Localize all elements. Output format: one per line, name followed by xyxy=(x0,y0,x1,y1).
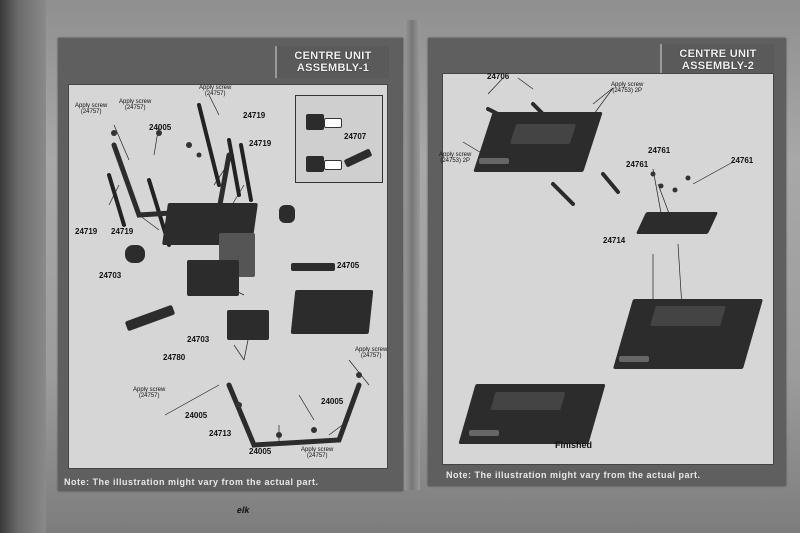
label-24719-a: 24719 xyxy=(243,111,266,120)
assembly-1-note: Note: The illustration might vary from t… xyxy=(64,477,319,487)
label-24761-a: 24761 xyxy=(648,146,671,155)
apply-screw-a: Apply screw (24757) xyxy=(75,103,107,115)
footer-logo: elk xyxy=(235,505,251,515)
label-24706: 24706 xyxy=(487,72,510,81)
assembly-2-title-line2: ASSEMBLY-2 xyxy=(681,60,755,72)
axle-shaft-mid xyxy=(619,356,649,362)
label-24719-b: 24719 xyxy=(249,139,272,148)
apply-screw-f-code: (24757) xyxy=(306,453,328,459)
label-24005-c: 24005 xyxy=(185,411,208,420)
apply-screw-b: Apply screw (24757) xyxy=(119,99,151,111)
apply-screw-f: Apply screw (24757) xyxy=(301,447,333,459)
assembly-1-title: CENTRE UNIT ASSEMBLY-1 xyxy=(275,46,389,78)
label-24707: 24707 xyxy=(344,132,367,141)
apply-screw-left-code: (24753) 2P xyxy=(440,158,471,164)
label-24719-d: 24719 xyxy=(111,227,134,236)
chassis-top-detail xyxy=(509,124,577,144)
assembly-2-panel: CENTRE UNIT ASSEMBLY-2 xyxy=(428,38,786,486)
assembly-2-note: Note: The illustration might vary from t… xyxy=(446,470,701,480)
label-24713: 24713 xyxy=(209,429,232,438)
apply-screw-left-text: Apply screw xyxy=(439,152,472,158)
label-24703-a: 24703 xyxy=(99,271,122,280)
label-24780: 24780 xyxy=(163,353,186,362)
apply-screw-c: Apply screw (24757) xyxy=(199,85,231,97)
apply-screw-top: Apply screw (24753) 2P xyxy=(611,82,643,94)
u-joint xyxy=(291,263,335,271)
assembly-1-diagram: 24707 Apply screw (24757) Apply screw (2… xyxy=(68,84,388,469)
label-24705: 24705 xyxy=(337,261,360,270)
label-24714: 24714 xyxy=(603,236,626,245)
apply-screw-a-text: Apply screw xyxy=(75,103,108,109)
apply-screw-c-code: (24757) xyxy=(204,91,226,97)
hook-part xyxy=(125,245,145,263)
label-24761-b: 24761 xyxy=(626,160,649,169)
battery-box-lower xyxy=(290,290,374,334)
assembly-2-diagram: 24706 Apply screw (24753) 2P Apply screw… xyxy=(439,72,774,465)
mount-plate xyxy=(635,212,719,234)
label-24005-d: 24005 xyxy=(249,447,272,456)
apply-screw-b-text: Apply screw xyxy=(119,99,152,105)
servo-motor xyxy=(187,260,239,296)
apply-screw-e-code: (24757) xyxy=(138,393,160,399)
assembly-1-title-line2: ASSEMBLY-1 xyxy=(296,62,370,74)
apply-screw-d: Apply screw (24757) xyxy=(355,347,387,359)
label-24719-c: 24719 xyxy=(75,227,98,236)
assembly-2-title-line1: CENTRE UNIT xyxy=(679,48,757,60)
inset-shaft xyxy=(343,148,373,168)
apply-screw-e-text: Apply screw xyxy=(133,387,166,393)
inset-part-bottom xyxy=(306,156,324,172)
apply-screw-e: Apply screw (24757) xyxy=(133,387,165,399)
apply-screw-top-text: Apply screw xyxy=(611,82,644,88)
inset-part-top xyxy=(306,114,324,130)
chassis-mid-detail xyxy=(650,306,726,326)
apply-screw-d-code: (24757) xyxy=(360,353,382,359)
bracket-part xyxy=(279,205,295,223)
label-24761-c: 24761 xyxy=(731,156,754,165)
assembly-1-panel: CENTRE UNIT ASSEMBLY-1 xyxy=(58,38,403,491)
chassis-finished-detail xyxy=(490,392,566,410)
inset-arrow-top xyxy=(324,118,342,128)
label-24005-a: 24005 xyxy=(149,123,172,132)
page-gutter xyxy=(404,20,420,490)
apply-screw-top-code: (24753) 2P xyxy=(612,88,643,94)
assembly-2-title: CENTRE UNIT ASSEMBLY-2 xyxy=(660,44,774,76)
label-24005-b: 24005 xyxy=(321,397,344,406)
apply-screw-b-code: (24757) xyxy=(124,105,146,111)
apply-screw-left: Apply screw (24753) 2P xyxy=(439,152,471,164)
apply-screw-c-text: Apply screw xyxy=(199,85,232,91)
label-24703-b: 24703 xyxy=(187,335,210,344)
assembly-1-title-line1: CENTRE UNIT xyxy=(294,50,372,62)
centre-block xyxy=(227,310,269,340)
apply-screw-f-text: Apply screw xyxy=(301,447,334,453)
detail-inset: 24707 xyxy=(295,95,383,183)
axle-shaft-left xyxy=(479,158,509,164)
finished-label: Finished xyxy=(555,440,593,450)
axle-shaft-finished xyxy=(469,430,499,436)
previous-page-edge xyxy=(0,0,46,533)
apply-screw-a-code: (24757) xyxy=(80,109,102,115)
apply-screw-d-text: Apply screw xyxy=(355,347,388,353)
inset-arrow-bottom xyxy=(324,160,342,170)
